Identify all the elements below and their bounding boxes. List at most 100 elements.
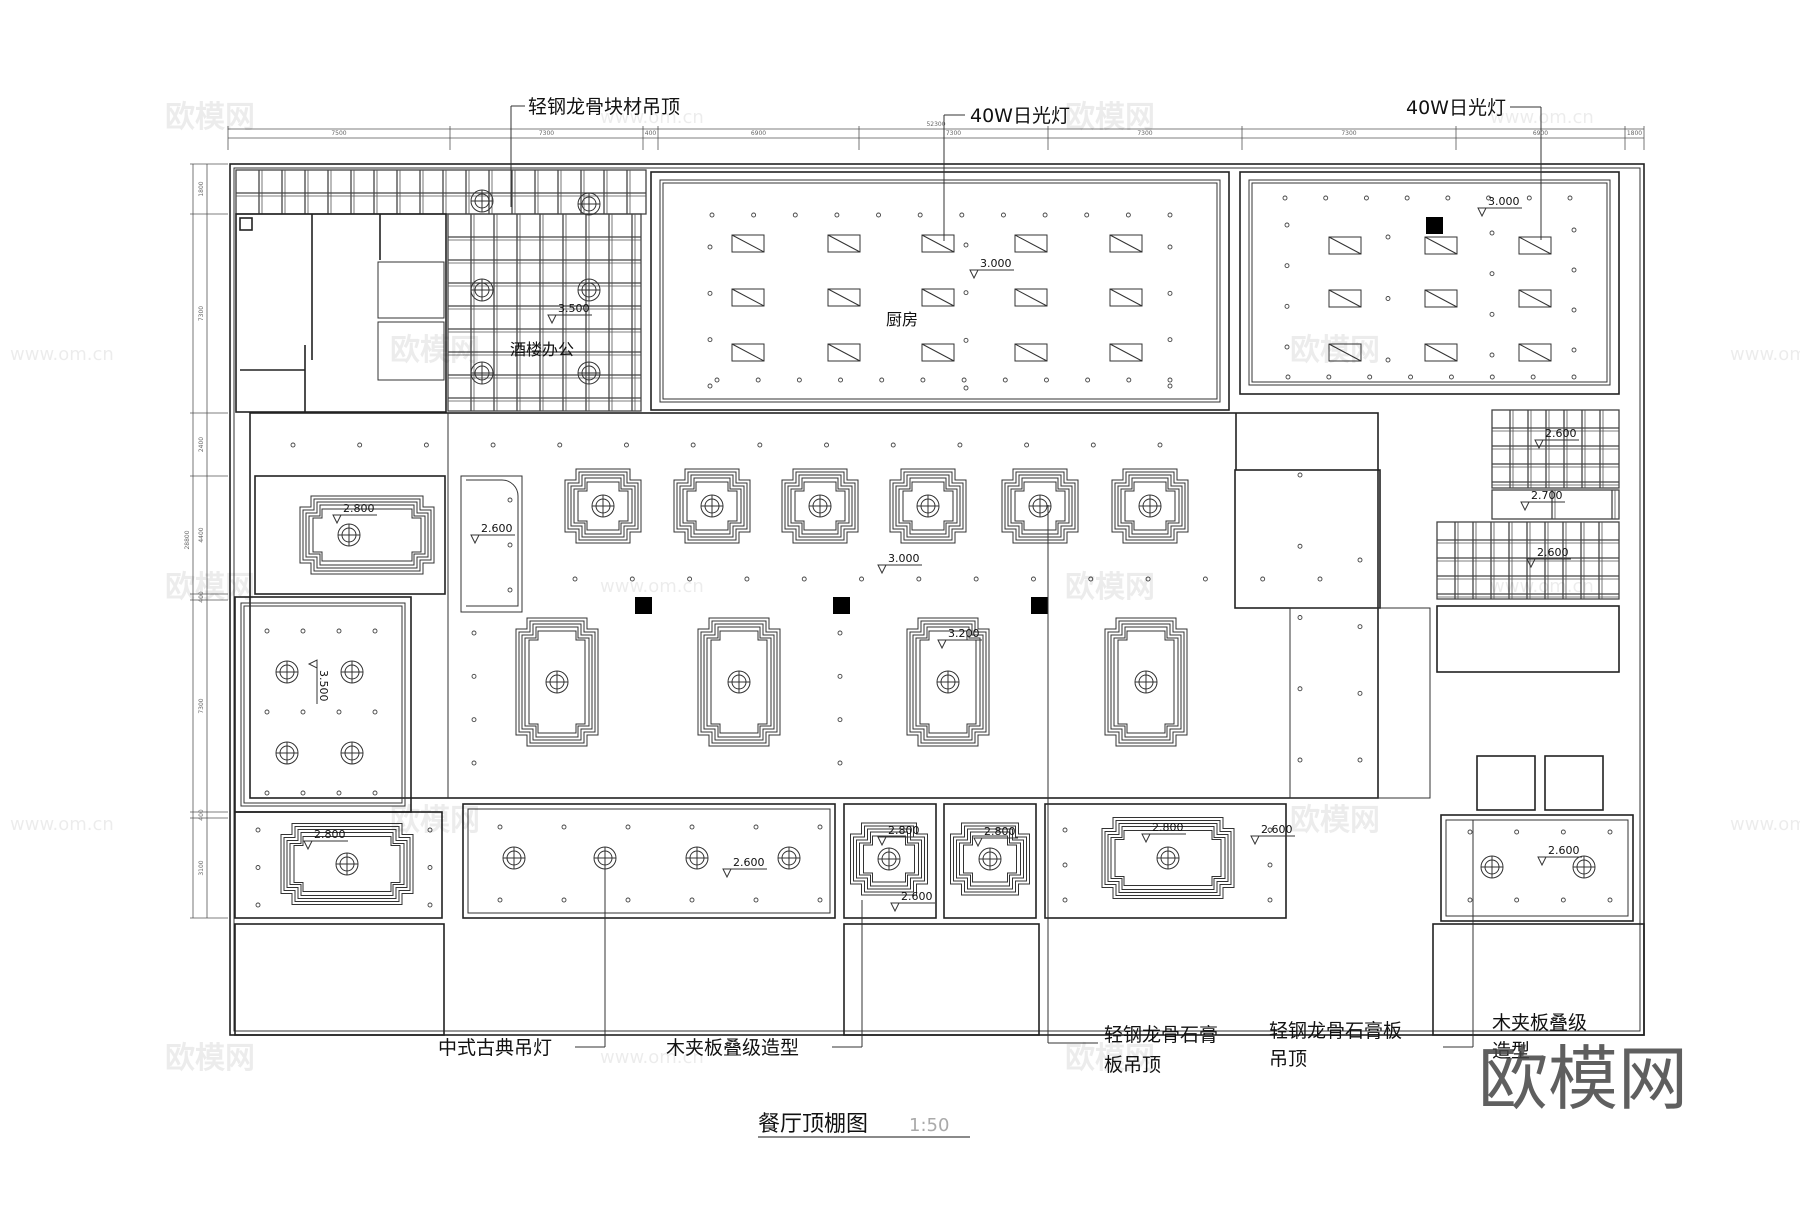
- tier-outline: [850, 822, 928, 896]
- elevation-value: 2.800: [1152, 821, 1184, 834]
- column-block: [635, 597, 652, 614]
- elevation-marker: 2.600: [1534, 427, 1579, 450]
- downlight-icon: [1297, 757, 1303, 763]
- tier-outline: [959, 831, 1021, 887]
- elevation-marker: 3.200: [937, 627, 982, 650]
- tier-inner: [902, 481, 954, 531]
- downlight-icon: [755, 377, 761, 383]
- downlight-icon: [357, 442, 363, 448]
- watermark-logo: 欧模网: [390, 333, 480, 368]
- fluorescent-frame: [921, 343, 955, 362]
- chinese-pendant-lamp-icon: [275, 660, 299, 684]
- elevation-triangle-icon: [470, 534, 480, 545]
- elevation-marker: 3.000: [877, 552, 922, 575]
- downlight-icon: [917, 212, 923, 218]
- tiered-ceiling-feature: [1104, 617, 1188, 747]
- downlight-icon: [837, 673, 843, 679]
- tier-outline: [305, 501, 429, 569]
- downlight-icon: [1297, 615, 1303, 620]
- watermark-logo: 欧模网: [165, 1041, 255, 1076]
- downlight-icon: [1284, 222, 1290, 228]
- downlight-icon: [1084, 212, 1090, 218]
- fluorescent-frame: [921, 234, 955, 253]
- grid-ceiling-frame: [447, 213, 642, 412]
- tier-inner: [963, 835, 1017, 883]
- chinese-pendant-lamp-icon: [577, 192, 601, 216]
- fluorescent-diagonal: [1328, 289, 1362, 308]
- fluorescent-diagonal: [921, 288, 955, 307]
- downlight-icon: [1357, 690, 1363, 696]
- fluorescent-diagonal: [1109, 234, 1143, 253]
- downlight-icon: [1571, 347, 1577, 353]
- downlight-icon: [714, 377, 720, 383]
- downlight-icon: [264, 628, 270, 634]
- chinese-pendant-lamp-icon: [502, 846, 526, 870]
- watermark-logo: 欧模网: [1065, 1041, 1155, 1076]
- downlight-icon: [801, 576, 807, 582]
- chinese-pendant-lamp-icon: [777, 846, 801, 870]
- watermark-logo: 欧模网: [1065, 100, 1155, 135]
- elevation-marker: 3.500: [307, 659, 330, 704]
- elevation-marker: 2.800: [1141, 821, 1186, 844]
- downlight-icon: [1560, 829, 1566, 835]
- downlight-icon: [824, 442, 829, 448]
- tier-outline: [289, 832, 405, 896]
- downlight-icon: [837, 760, 843, 766]
- downlight-icon: [1607, 897, 1613, 903]
- tier-outline: [1114, 471, 1186, 541]
- elevation-value: 2.600: [733, 856, 765, 869]
- downlight-icon: [834, 212, 840, 218]
- downlight-icon: [1489, 352, 1495, 358]
- downlight-icon: [1607, 829, 1613, 835]
- downlight-icon: [1385, 357, 1391, 363]
- elevation-marker: 2.700: [1520, 489, 1565, 512]
- rounded-ceiling: [466, 479, 519, 607]
- watermark-url: www.om.cn: [600, 107, 704, 128]
- tier-outline: [280, 823, 414, 905]
- tier-outline: [521, 623, 593, 741]
- elevation-value: 2.700: [1531, 489, 1563, 502]
- downlight-icon: [507, 542, 513, 548]
- private-room: [254, 475, 446, 595]
- downlight-icon: [1167, 212, 1173, 218]
- service-room: [1436, 605, 1620, 673]
- downlight-icon: [372, 628, 378, 634]
- elevation-marker: 3.500: [547, 302, 592, 325]
- downlight-icon: [1297, 543, 1303, 549]
- fluorescent-frame: [1328, 236, 1362, 255]
- tier-outline: [524, 626, 590, 738]
- chinese-pendant-lamp-icon: [808, 494, 832, 518]
- downlight-icon: [1560, 897, 1566, 903]
- elevation-value: 3.000: [888, 552, 920, 565]
- fluorescent-light-icon: [731, 343, 765, 362]
- fluorescent-light-icon: [921, 343, 955, 362]
- elevation-triangle-icon: [969, 269, 979, 280]
- tiered-ceiling-feature: [299, 495, 435, 575]
- elevation-value: 3.500: [317, 670, 330, 702]
- downlight-icon: [1571, 307, 1577, 313]
- ceiling-edge: [467, 808, 831, 914]
- tier-outline: [790, 477, 850, 535]
- kitchen2-ceiling-inner: [1251, 182, 1608, 383]
- fluorescent-frame: [1424, 343, 1458, 362]
- dimension-value: 7500: [331, 130, 346, 137]
- downlight-icon: [1467, 829, 1473, 835]
- fluorescent-frame: [1518, 343, 1552, 362]
- storage-room: [377, 261, 445, 319]
- fluorescent-light-icon: [1109, 343, 1143, 362]
- watermark-logo: 欧模网: [165, 100, 255, 135]
- downlight-icon: [1024, 442, 1030, 448]
- downlight-icon: [336, 790, 342, 796]
- tier-outline: [787, 474, 853, 538]
- elevation-value: 3.500: [558, 302, 590, 315]
- tier-outline: [682, 477, 742, 535]
- tier-outline: [676, 471, 748, 541]
- tiered-ceiling-feature: [564, 468, 642, 544]
- fluorescent-diagonal: [1518, 343, 1552, 362]
- tier-outline: [564, 468, 642, 544]
- downlight-icon: [1571, 267, 1577, 273]
- private-room: [943, 803, 1037, 919]
- chinese-pendant-lamp-icon: [275, 741, 299, 765]
- tier-inner: [686, 481, 738, 531]
- downlight-icon: [817, 897, 823, 903]
